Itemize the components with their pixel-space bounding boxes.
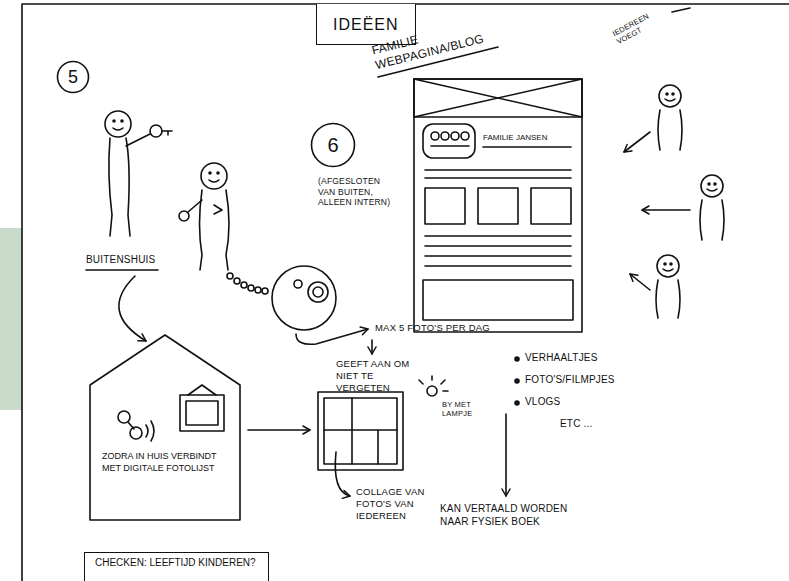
node-text: ZODRA IN HUIS VERBINDT MET DIGITALE FOTO…: [102, 451, 228, 474]
keychain-camera: [227, 266, 336, 330]
flow-arrow: [119, 276, 146, 341]
flow-arrow: [642, 209, 690, 211]
note-label: IEDEREEN VOEGT: [611, 4, 669, 47]
house-shape: ZODRA IN HUIS VERBINDT MET DIGITALE FOTO…: [88, 333, 242, 522]
stick-figure: [700, 175, 724, 240]
note-label: BUITENSHUIS: [86, 254, 155, 267]
page-border: [22, 4, 789, 581]
bullet: [515, 379, 519, 383]
stick-figure: [656, 255, 680, 318]
green-strip: [0, 228, 22, 410]
bullet: [515, 401, 519, 405]
note-label: VERHAALTJES: [525, 352, 598, 365]
flow-arrow: [505, 414, 507, 496]
underline: [86, 269, 158, 271]
node-text: FAMILIE JANSEN: [483, 133, 547, 142]
flow-arrow: [630, 274, 650, 290]
callout-circle: 6: [310, 122, 356, 168]
note-label: VLOGS: [525, 396, 560, 409]
note-label: KAN VERTAALD WORDEN NAAR FYSIEK BOEK: [440, 503, 576, 528]
webpage-mockup: FAMILIE JANSEN: [413, 78, 583, 333]
dash: [672, 8, 690, 12]
flow-arrow: [248, 429, 310, 431]
node-text: CHECKEN: LEEFTIJD KINDEREN?: [95, 557, 258, 568]
lamp-symbol: [419, 376, 448, 396]
callout-circle: 5: [56, 60, 90, 94]
note-label: GEEFT AAN OM NIET TE VERGETEN: [336, 358, 412, 394]
leader-arrow: [335, 452, 350, 496]
note-label: BY MET LAMPJE: [442, 400, 490, 419]
node-text: 5: [68, 67, 78, 88]
flow-arrow: [371, 340, 373, 354]
stick-figure: [658, 85, 682, 150]
note-label: (AFGESLOTEN VAN BUITEN, ALLEEN INTERN): [318, 176, 392, 208]
shape-outline: [413, 78, 583, 333]
note-label: COLLAGE VAN FOTO'S VAN IEDEREEN: [356, 486, 452, 522]
node-text: 6: [327, 134, 338, 157]
collage-frame: [318, 392, 403, 470]
leader-arrow: [296, 329, 368, 344]
stick-figure: [179, 163, 229, 270]
flow-arrow: [624, 132, 650, 152]
shape-outline: [88, 333, 242, 522]
note-label: ETC ...: [560, 418, 593, 431]
bullet: [515, 357, 519, 361]
stick-figure: [105, 111, 172, 236]
note-label: FOTO'S/FILMPJES: [525, 374, 615, 387]
note-box: CHECKEN: LEEFTIJD KINDEREN?: [84, 552, 269, 581]
